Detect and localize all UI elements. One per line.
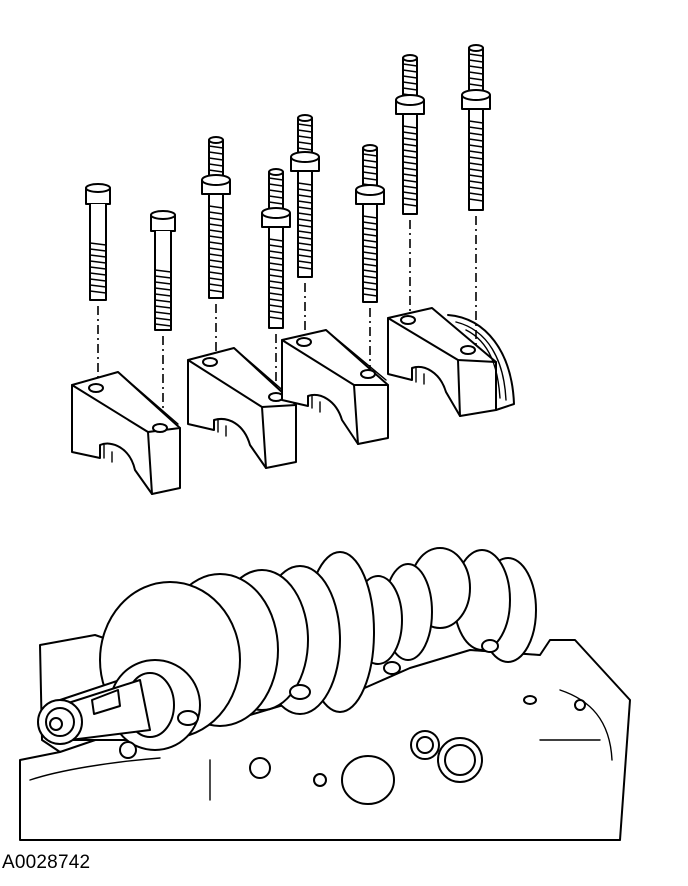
stud-5: [402, 57, 418, 215]
bearing-cap-2: [187, 347, 297, 469]
figure-reference-code: A0028742: [2, 852, 91, 873]
bolt-shank: [154, 230, 172, 331]
crankshaft-and-block: [19, 547, 631, 841]
stud-4: [362, 147, 378, 303]
bolt-shank: [89, 203, 107, 301]
bearing-cap-3: [281, 329, 389, 445]
fasteners-group: [85, 44, 491, 425]
bearing-cap-1: [71, 371, 181, 495]
bearing-cap-4: [387, 307, 515, 417]
